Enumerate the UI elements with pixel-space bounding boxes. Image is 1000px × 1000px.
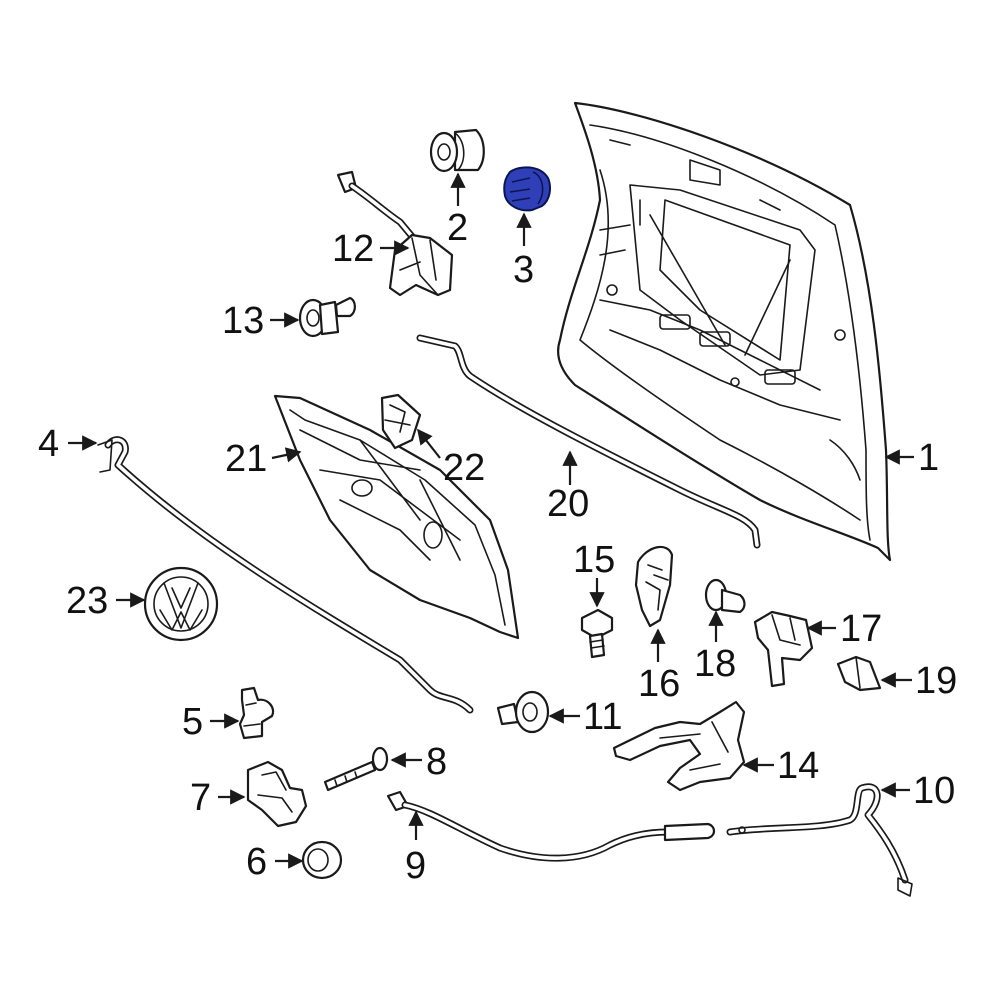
part-10-release-handle-cable[interactable] xyxy=(726,783,913,897)
part-20-seal-strip[interactable] xyxy=(416,334,761,549)
callout-6[interactable]: 6 xyxy=(246,841,267,883)
callout-18[interactable]: 18 xyxy=(694,643,736,685)
callout-22[interactable]: 22 xyxy=(443,447,485,489)
part-11-buffer[interactable] xyxy=(496,690,550,734)
callout-13[interactable]: 13 xyxy=(222,300,264,342)
part-19-bump-plug[interactable] xyxy=(836,655,882,692)
callout-8[interactable]: 8 xyxy=(426,741,447,783)
callout-21[interactable]: 21 xyxy=(225,438,267,480)
part-15-screw[interactable] xyxy=(580,608,614,659)
callout-16[interactable]: 16 xyxy=(638,663,680,705)
leader-21 xyxy=(271,447,302,463)
callout-7[interactable]: 7 xyxy=(190,777,211,819)
part-23-emblem[interactable] xyxy=(143,566,219,642)
callout-11[interactable]: 11 xyxy=(583,696,622,738)
part-9-bowden-cable[interactable] xyxy=(386,790,716,862)
callout-12[interactable]: 12 xyxy=(332,228,374,270)
callout-1[interactable]: 1 xyxy=(918,437,939,479)
callout-leaders xyxy=(68,172,914,869)
part-18-stud[interactable] xyxy=(704,578,746,614)
part-16-bracket[interactable] xyxy=(634,545,674,628)
callout-4[interactable]: 4 xyxy=(38,423,59,465)
callout-15[interactable]: 15 xyxy=(573,539,615,581)
part-5-switch[interactable] xyxy=(238,686,275,740)
part-7-latch[interactable] xyxy=(246,760,308,828)
callout-17[interactable]: 17 xyxy=(840,608,882,650)
part-4-release-cable[interactable] xyxy=(97,436,474,714)
callout-5[interactable]: 5 xyxy=(182,701,203,743)
part-17-latch-bracket[interactable] xyxy=(753,610,814,688)
callout-labels: 1 2 3 4 5 6 7 8 9 10 11 12 13 14 15 16 1… xyxy=(38,207,957,887)
callout-14[interactable]: 14 xyxy=(777,745,819,787)
part-21-insulation-pad[interactable] xyxy=(273,394,520,640)
part-22-clip[interactable] xyxy=(380,393,422,450)
part-8-long-bolt[interactable] xyxy=(323,746,389,792)
callout-2[interactable]: 2 xyxy=(447,207,468,249)
part-1-hood-panel[interactable] xyxy=(557,101,892,562)
part-13-bolt[interactable] xyxy=(298,296,356,338)
callout-20[interactable]: 20 xyxy=(547,483,589,525)
part-3-plug-highlighted[interactable] xyxy=(503,166,551,212)
callout-19[interactable]: 19 xyxy=(915,660,957,702)
callout-9[interactable]: 9 xyxy=(405,845,426,887)
leader-22 xyxy=(417,428,441,459)
part-14-hinge[interactable] xyxy=(612,700,746,792)
part-6-grommet[interactable] xyxy=(301,840,343,880)
callout-23[interactable]: 23 xyxy=(66,580,108,622)
part-2-bump-stop[interactable] xyxy=(429,128,485,173)
callout-3[interactable]: 3 xyxy=(513,249,534,291)
callout-10[interactable]: 10 xyxy=(913,770,955,812)
